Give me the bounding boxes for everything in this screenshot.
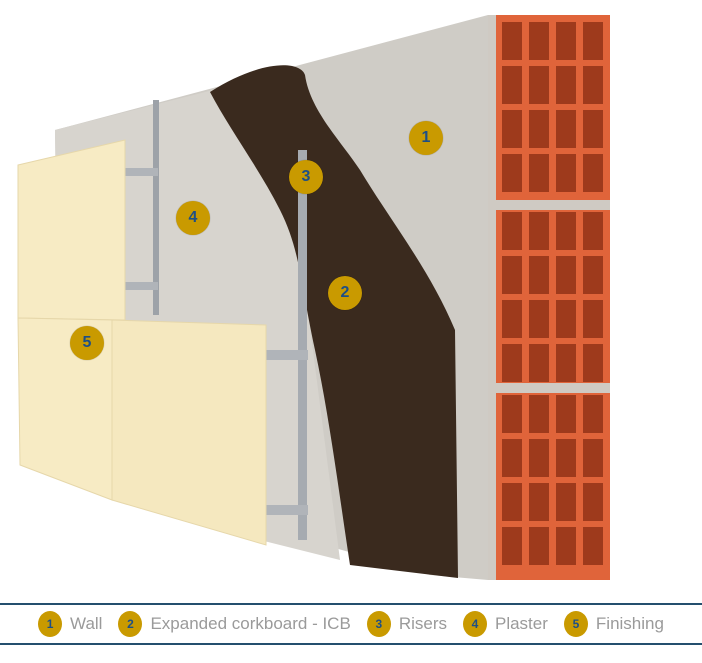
brick-cell [556, 66, 576, 104]
legend-badge: 1 [38, 611, 63, 637]
brick-cell [529, 439, 549, 477]
brick-cell [502, 344, 522, 382]
legend-item-wall: 1 Wall [38, 611, 102, 637]
legend-badge: 4 [462, 611, 487, 637]
brick-cell [502, 66, 522, 104]
finishing-panel [111, 319, 267, 546]
brick-cell [556, 110, 576, 148]
brick-cell [556, 22, 576, 60]
marker-plaster: 4 [176, 201, 210, 235]
brick-cell [529, 212, 549, 250]
finishing-panel [17, 139, 126, 321]
brick-cell [529, 256, 549, 294]
brick-cell [583, 483, 603, 521]
brick-cell [556, 300, 576, 338]
legend-label: Plaster [494, 614, 548, 633]
brick-cell [502, 22, 522, 60]
brick-cell [583, 212, 603, 250]
marker-wall: 1 [409, 121, 443, 155]
brick-cell [556, 439, 576, 477]
brick-cell [502, 483, 522, 521]
legend-item-plaster: 4 Plaster [462, 611, 548, 637]
legend-label: Wall [70, 614, 103, 633]
brick-cell [583, 439, 603, 477]
legend-label: Finishing [595, 614, 664, 633]
brick-cell [583, 344, 603, 382]
brick-cell [502, 300, 522, 338]
brick-cell [556, 154, 576, 192]
legend-label: Risers [398, 614, 447, 633]
brick-cell [529, 344, 549, 382]
bracket [118, 282, 158, 290]
brick-cell [583, 395, 603, 433]
brick-cells [502, 22, 603, 565]
wall-section-illustration [17, 15, 610, 580]
riser-right [298, 150, 307, 540]
brick-cell [502, 256, 522, 294]
legend-item-finishing: 5 Finishing [563, 611, 664, 637]
marker-corkboard: 2 [328, 276, 362, 310]
brick-cell [583, 154, 603, 192]
legend-badge: 2 [118, 611, 143, 637]
brick-cell [583, 527, 603, 565]
brick-cell [502, 439, 522, 477]
brick-cell [529, 110, 549, 148]
legend-item-risers: 3 Risers [366, 611, 447, 637]
brick-cell [583, 110, 603, 148]
brick-cell [556, 483, 576, 521]
riser-left [153, 100, 159, 315]
brick-cell [502, 154, 522, 192]
brick-cell [556, 256, 576, 294]
brick-cell [556, 212, 576, 250]
brick-cell [502, 395, 522, 433]
marker-risers: 3 [289, 160, 323, 194]
brick-cell [529, 483, 549, 521]
brick-cell [529, 66, 549, 104]
brick-cell [583, 22, 603, 60]
brick-cell [529, 22, 549, 60]
legend-item-corkboard: 2 Expanded corkboard - ICB [118, 611, 351, 637]
brick-cell [583, 300, 603, 338]
brick-cell [556, 527, 576, 565]
bracket [118, 168, 158, 176]
brick-cell [502, 527, 522, 565]
bracket [260, 350, 308, 360]
marker-finishing: 5 [70, 326, 104, 360]
brick-cell [502, 212, 522, 250]
legend-label: Expanded corkboard - ICB [150, 614, 351, 633]
brick-cell [502, 110, 522, 148]
brick-cell [556, 395, 576, 433]
brick-cell [529, 395, 549, 433]
brick-cell [583, 256, 603, 294]
brick-cell [556, 344, 576, 382]
bracket [260, 505, 308, 515]
brick-cell [583, 66, 603, 104]
cork-board [210, 65, 458, 579]
legend-badge: 3 [366, 611, 391, 637]
brick-cell [529, 527, 549, 565]
brick-cell [529, 300, 549, 338]
brick-cell [529, 154, 549, 192]
legend-badge: 5 [563, 611, 588, 637]
